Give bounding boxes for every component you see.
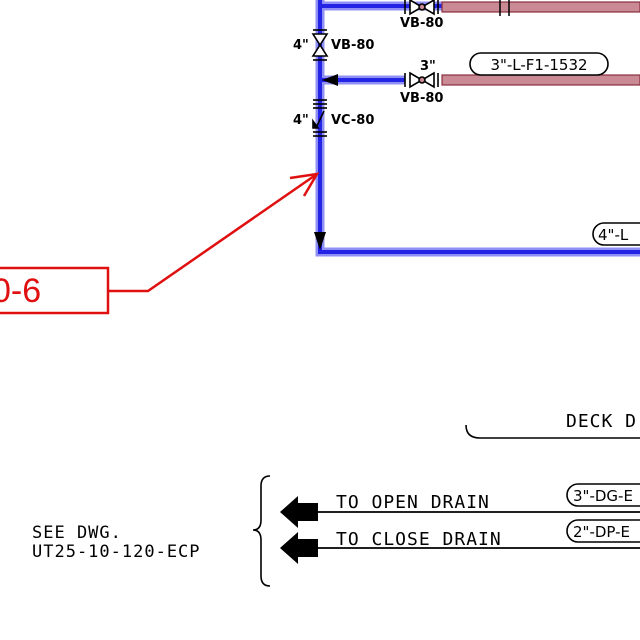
- callout-leader: [108, 172, 318, 293]
- gate-valve-icon: [311, 29, 329, 61]
- line-tag-close-drain: 2"-DP-E: [566, 519, 640, 543]
- line-tag-3in-f1: 3"-L-F1-1532: [469, 52, 609, 76]
- dwg-number: UT25-10-120-ECP: [32, 542, 201, 562]
- vb80-left-size: 4": [293, 38, 309, 53]
- callout-arrowhead: [289, 172, 320, 197]
- vc80-tag: VC-80: [331, 113, 374, 128]
- gate-valve-icon: [404, 71, 439, 89]
- top-valve-tag: VB-80: [400, 16, 443, 31]
- vb80-left-tag: VB-80: [331, 38, 374, 53]
- deck-label-group: DECK D: [465, 411, 640, 439]
- flange-icon: [499, 0, 510, 16]
- open-drain-label: TO OPEN DRAIN: [336, 492, 490, 513]
- see-dwg-label: SEE DWG.: [32, 523, 122, 543]
- flow-arrow-icon: [314, 232, 326, 250]
- close-drain-label: TO CLOSE DRAIN: [336, 529, 502, 550]
- branch-line-mid: [441, 74, 640, 86]
- check-valve-icon: [312, 99, 327, 137]
- vc80-size: 4": [293, 113, 309, 128]
- revision-callout: 0-6: [0, 172, 320, 315]
- line-tag-4in: 4"-L: [592, 222, 640, 246]
- line-tag-open-drain-text: 3"-DG-E: [573, 487, 633, 505]
- branch-line-top: [441, 1, 640, 13]
- line-tag-close-drain-text: 2"-DP-E: [573, 523, 630, 541]
- gate-valve-icon: [404, 0, 439, 16]
- vb80-right-size: 3": [420, 59, 436, 74]
- reference-brace: [252, 475, 271, 587]
- callout-label: 0-6: [0, 272, 41, 310]
- flow-arrow-icon: [322, 74, 338, 86]
- line-tag-3in-f1-text: 3"-L-F1-1532: [490, 56, 587, 74]
- line-tag-open-drain: 3"-DG-E: [566, 483, 640, 507]
- line-tag-4in-text: 4"-L: [598, 226, 629, 244]
- off-page-arrow-icon: [280, 496, 318, 528]
- deck-label: DECK D: [566, 411, 637, 432]
- vb80-right-tag: VB-80: [400, 91, 443, 106]
- off-page-arrow-icon: [280, 532, 318, 564]
- drain-lines: [318, 511, 640, 549]
